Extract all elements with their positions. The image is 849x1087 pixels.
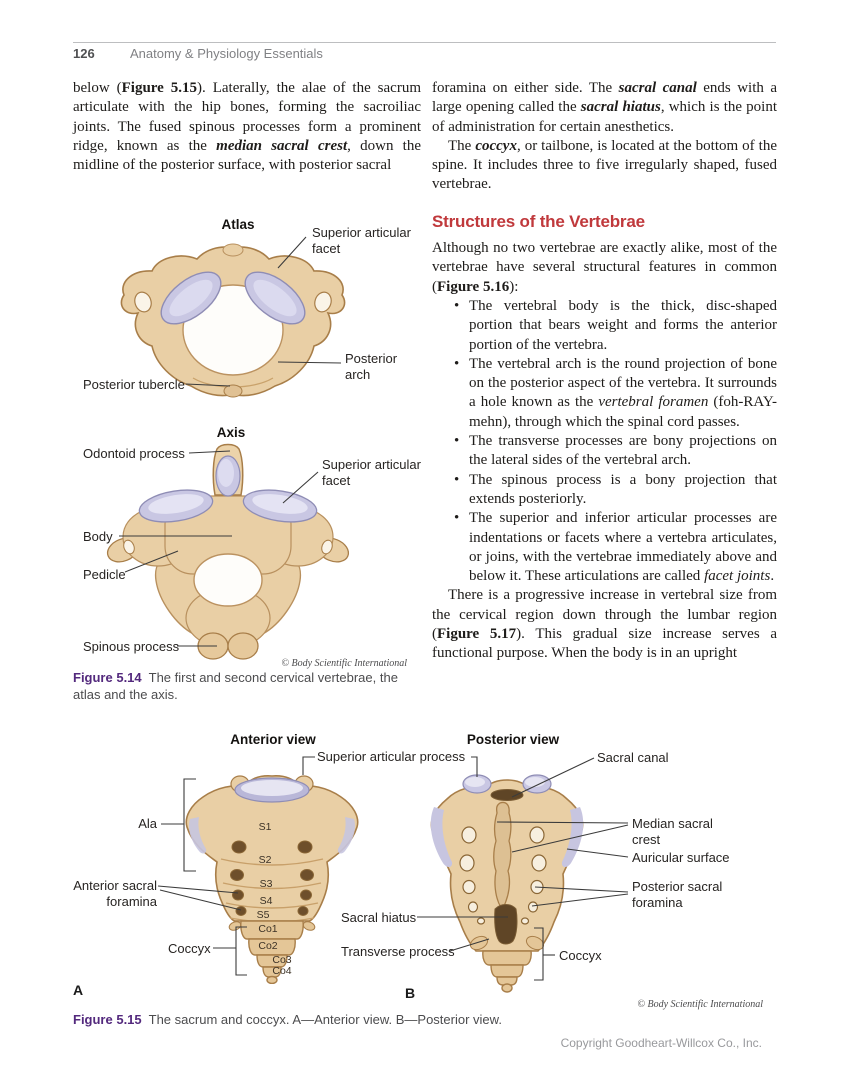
figure-reference: Figure 5.17 xyxy=(437,626,517,643)
copyright-notice: Copyright Goodheart-Willcox Co., Inc. xyxy=(560,1036,762,1050)
caption-label: Figure 5.15 xyxy=(73,1012,142,1027)
segment-label: Co2 xyxy=(258,940,278,952)
key-term: sacral hiatus xyxy=(580,99,661,116)
text-segment: The spinous process is a bony projection… xyxy=(469,471,777,507)
label-ala: Ala xyxy=(138,816,157,831)
text-segment: . xyxy=(770,568,775,585)
text-segment: There is a progressive increase in verte… xyxy=(432,587,777,643)
segment-label: Co1 xyxy=(258,923,278,935)
paragraph: foramina on either side. The sacral cana… xyxy=(432,79,777,137)
atlas-illustration xyxy=(120,243,346,398)
list-item: The superior and inferior articular proc… xyxy=(432,509,777,586)
paragraph: Although no two vertebrae are exactly al… xyxy=(432,239,777,297)
text-segment: , or tailbone, is located at the bottom … xyxy=(432,137,777,193)
label-transverse-process: Transverse process xyxy=(341,944,455,959)
label-superior-articular-facet: Superior articular facet xyxy=(312,225,411,256)
label-coccyx-anterior: Coccyx xyxy=(168,941,211,956)
label-posterior-sacral-foramina: Posterior sacral foramina xyxy=(632,879,723,910)
caption-text: The sacrum and coccyx. A—Anterior view. … xyxy=(148,1012,502,1027)
text-segment: foramina on either side. The xyxy=(432,80,619,96)
text-segment: ): xyxy=(509,278,519,295)
label-odontoid-process: Odontoid process xyxy=(83,446,185,461)
view-marker-b: B xyxy=(405,985,416,1001)
list-item: The vertebral body is the thick, disc-sh… xyxy=(432,297,777,355)
header-rule xyxy=(73,42,776,43)
key-term: coccyx xyxy=(475,137,517,154)
key-term: sacral canal xyxy=(618,80,697,96)
label-spinous-process: Spinous process xyxy=(83,639,180,654)
posterior-view-title: Posterior view xyxy=(466,732,560,747)
text-segment: (foh-RAY-mehn), through which the spinal… xyxy=(469,394,777,430)
figure-reference: Figure 5.15 xyxy=(121,80,198,96)
text-segment: The transverse processes are bony projec… xyxy=(469,433,777,469)
axis-title: Axis xyxy=(216,425,246,440)
text-segment: , down the midline of the posterior surf… xyxy=(73,137,421,174)
label-sacral-hiatus: Sacral hiatus xyxy=(341,910,417,925)
text-segment: The superior and inferior articular proc… xyxy=(469,510,777,585)
label-posterior-arch: Posterior arch xyxy=(345,351,398,382)
segment-label: S2 xyxy=(258,854,272,866)
caption-label: Figure 5.14 xyxy=(73,670,142,685)
segment-label: S1 xyxy=(258,821,272,833)
text-segment: , which is the point of administration f… xyxy=(432,99,778,135)
list-item: The transverse processes are bony projec… xyxy=(432,432,777,471)
figure-5-14: Atlas Axis xyxy=(73,215,423,673)
section-heading: Structures of the Vertebrae xyxy=(432,211,645,231)
segment-label: Co4 xyxy=(272,965,292,977)
view-marker-a: A xyxy=(73,982,84,998)
image-credit: © Body Scientific International xyxy=(281,658,407,669)
segment-label: S4 xyxy=(259,895,273,907)
segment-label: Co3 xyxy=(272,954,292,966)
label-sacral-canal: Sacral canal xyxy=(597,750,669,765)
label-superior-articular-facet-axis: Superior articular facet xyxy=(322,457,421,488)
text-segment: ). Laterally, the alae of the sacrum art… xyxy=(73,80,421,154)
left-column-paragraph: below (Figure 5.15). Laterally, the alae… xyxy=(73,79,421,175)
feature-list: The vertebral body is the thick, disc-sh… xyxy=(432,297,777,586)
label-median-sacral-crest: Median sacral crest xyxy=(632,816,713,847)
italic-term: facet joints xyxy=(704,568,771,585)
italic-term: vertebral foramen xyxy=(598,394,709,411)
text-segment: The xyxy=(448,137,476,154)
label-coccyx-posterior: Coccyx xyxy=(559,948,602,963)
list-item: The spinous process is a bony projection… xyxy=(432,471,777,510)
text-segment: ). This gradual size increase serves a f… xyxy=(432,626,777,662)
text-segment: below ( xyxy=(73,80,122,96)
key-term: median sacral crest xyxy=(216,137,348,154)
paragraph: The coccyx, or tailbone, is located at t… xyxy=(432,137,777,195)
label-anterior-sacral-foramina: Anterior sacral foramina xyxy=(73,878,157,909)
label-auricular-surface: Auricular surface xyxy=(632,850,730,865)
label-body: Body xyxy=(83,529,113,544)
text-segment: The vertebral body is the thick, disc-sh… xyxy=(469,297,777,353)
segment-label: S3 xyxy=(259,878,273,890)
running-head: Anatomy & Physiology Essentials xyxy=(130,46,323,61)
text-segment: ends with a large opening called the xyxy=(432,80,777,116)
caption-text: The first and second cervical vertebrae,… xyxy=(73,670,398,702)
label-superior-articular-process: Superior articular process xyxy=(317,749,466,764)
sacrum-anterior-illustration xyxy=(185,775,359,984)
text-segment: Although no two vertebrae are exactly al… xyxy=(432,240,777,295)
list-item: The vertebral arch is the round projecti… xyxy=(432,355,777,432)
figure-5-15: Anterior view Posterior view xyxy=(65,727,785,1019)
label-posterior-tubercle: Posterior tubercle xyxy=(83,377,185,392)
atlas-title: Atlas xyxy=(221,217,255,232)
segment-label: S5 xyxy=(256,909,270,921)
image-credit: © Body Scientific International xyxy=(637,999,763,1010)
axis-illustration xyxy=(106,443,350,660)
anterior-view-title: Anterior view xyxy=(230,732,316,747)
label-pedicle: Pedicle xyxy=(83,567,126,582)
right-column: foramina on either side. The sacral cana… xyxy=(432,79,777,664)
page-number: 126 xyxy=(73,46,95,61)
paragraph: There is a progressive increase in verte… xyxy=(432,586,777,663)
figure-reference: Figure 5.16 xyxy=(437,278,510,295)
figure-5-15-caption: Figure 5.15 The sacrum and coccyx. A—Ante… xyxy=(73,1012,773,1029)
text-segment: The vertebral arch is the round projecti… xyxy=(469,355,777,411)
